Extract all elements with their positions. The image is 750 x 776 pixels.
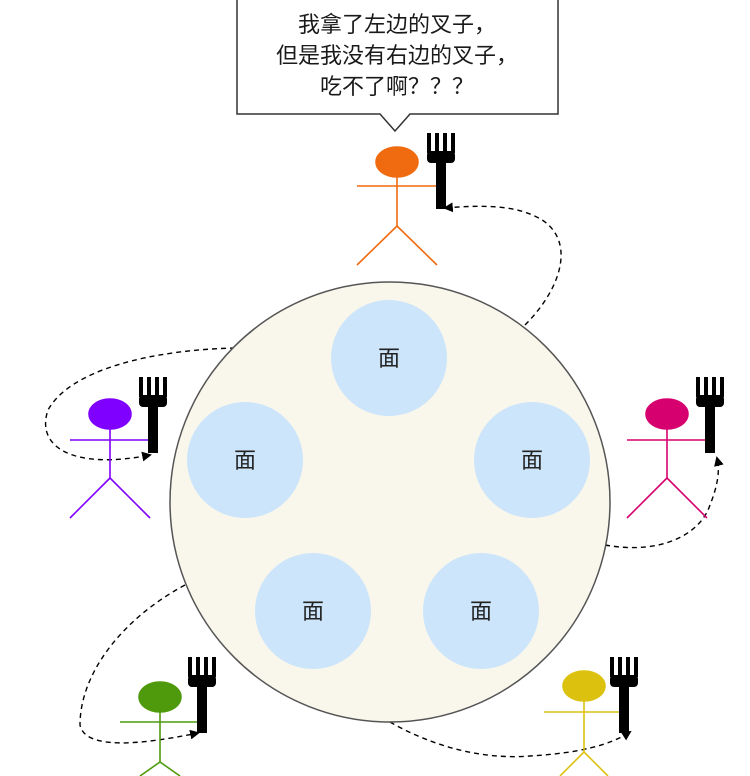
arrow-bottom-left <box>79 584 200 744</box>
philosopher-top-leg-right <box>396 225 438 266</box>
philosopher-left-leg-right <box>109 477 151 519</box>
bowl-4-label: 面 <box>302 600 324 625</box>
philosopher-top-head <box>375 146 419 178</box>
bowl-2-circle <box>187 402 303 518</box>
fork-bottom-right <box>610 657 638 733</box>
philosopher-bottom-left-leg-right <box>159 761 181 776</box>
philosopher-bottom-left-leg-left <box>139 761 161 776</box>
speech-line-1: 我拿了左边的叉子， <box>298 12 496 38</box>
philosopher-right-head <box>645 398 689 430</box>
bowl-4-circle <box>255 553 371 669</box>
philosopher-bottom-right-head <box>562 670 606 702</box>
philosopher-bottom-left <box>120 681 200 776</box>
philosopher-right <box>626 398 708 519</box>
arrow-right <box>604 456 724 549</box>
speech-line-2: 但是我没有右边的叉子， <box>276 44 518 69</box>
fork-top <box>427 133 455 209</box>
philosopher-bottom-right <box>544 670 624 776</box>
philosopher-left-head <box>88 398 132 430</box>
speech-bubble-shape <box>236 0 559 133</box>
bowl-5-label: 面 <box>470 600 492 625</box>
bowl-3-circle <box>474 402 590 518</box>
arrow-top <box>443 202 562 326</box>
arrow-bottom-right <box>389 721 632 758</box>
fork-right <box>696 377 724 453</box>
bowl-5: 面 <box>423 553 539 669</box>
fork-bottom-left <box>188 657 216 733</box>
philosopher-bottom-right-leg-left <box>559 751 585 776</box>
speech-line-3: 吃不了啊？？？ <box>320 75 474 100</box>
speech-bubble: 我拿了左边的叉子， 但是我没有右边的叉子， 吃不了啊？？？ <box>236 0 559 133</box>
bowl-3: 面 <box>474 402 590 518</box>
bowl-5-circle <box>423 553 539 669</box>
philosopher-bottom-right-leg-right <box>583 751 609 776</box>
philosopher-top-leg-left <box>356 225 398 266</box>
philosopher-right-leg-right <box>666 477 708 519</box>
bowl-4: 面 <box>255 553 371 669</box>
philosopher-bottom-left-head <box>138 681 182 713</box>
bowl-1-circle <box>331 300 447 416</box>
fork-left <box>139 377 167 453</box>
philosopher-right-leg-left <box>626 477 668 519</box>
bowl-2-label: 面 <box>234 449 256 474</box>
philosopher-left <box>69 398 151 519</box>
bowl-2: 面 <box>187 402 303 518</box>
dashed-arrows <box>44 202 724 758</box>
philosopher-left-leg-left <box>69 477 111 519</box>
noodle-bowls: 面 面 面 面 面 <box>187 300 590 669</box>
philosopher-top <box>356 146 438 266</box>
bowl-1: 面 <box>331 300 447 416</box>
bowl-1-label: 面 <box>378 347 400 372</box>
bowl-3-label: 面 <box>521 449 543 474</box>
